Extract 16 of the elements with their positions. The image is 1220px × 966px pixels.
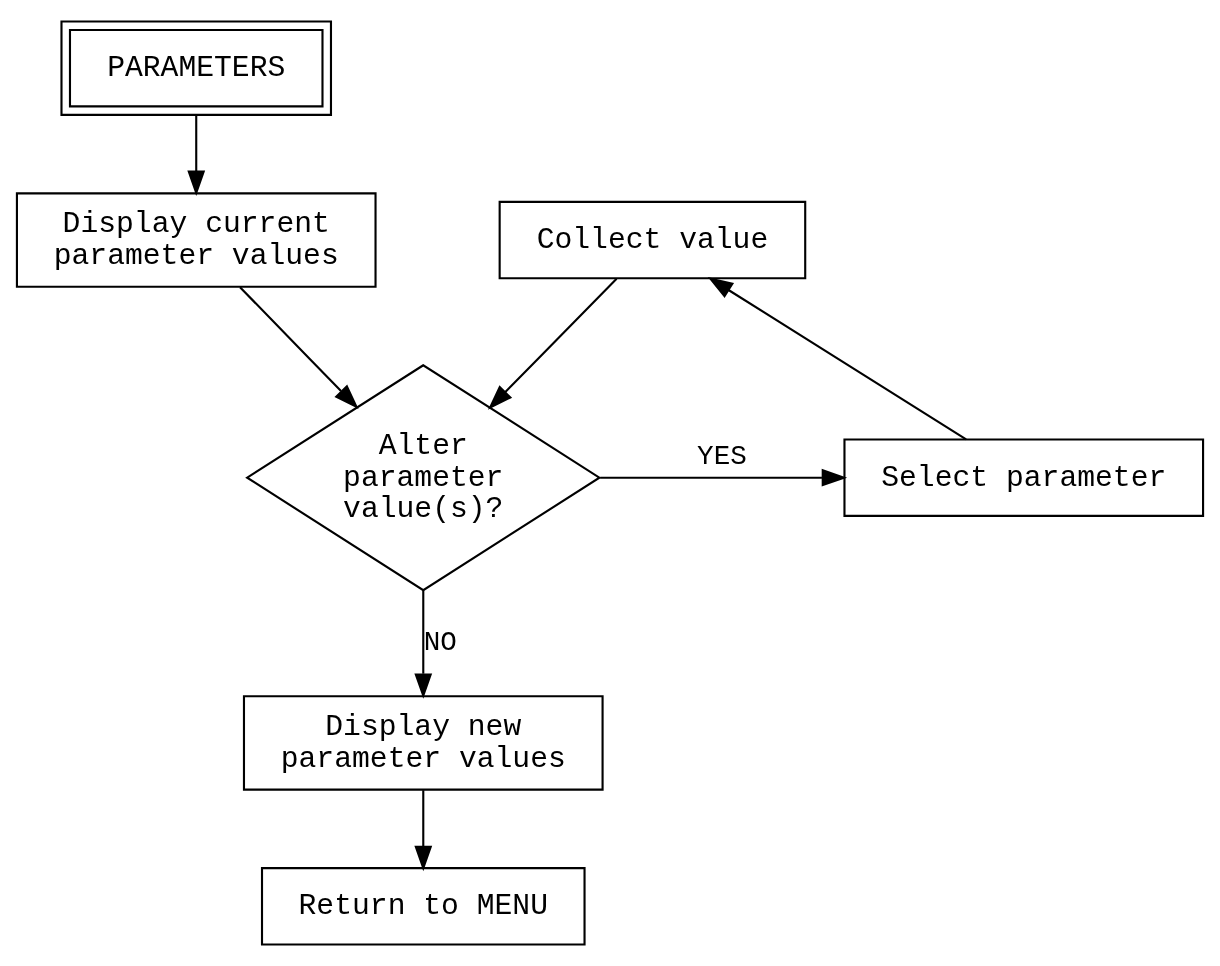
arrow: [414, 590, 433, 699]
arrow: [487, 277, 618, 410]
arrow: [600, 468, 848, 487]
node-box: Display current parameter values: [15, 192, 377, 288]
node-diamond: Alter parameter value(s)?: [245, 363, 602, 592]
edge-label: NO: [423, 627, 457, 659]
node-box: PARAMETERS: [60, 20, 333, 116]
node-box: Display new parameter values: [242, 695, 604, 791]
arrow: [187, 115, 206, 197]
edge-label: YES: [697, 440, 747, 472]
arrow: [239, 286, 359, 410]
node-box: Select parameter: [843, 438, 1205, 517]
node-box: Return to MENU: [260, 867, 586, 946]
node-box: Collect value: [498, 200, 807, 280]
arrow: [707, 276, 967, 441]
arrow: [414, 790, 433, 872]
